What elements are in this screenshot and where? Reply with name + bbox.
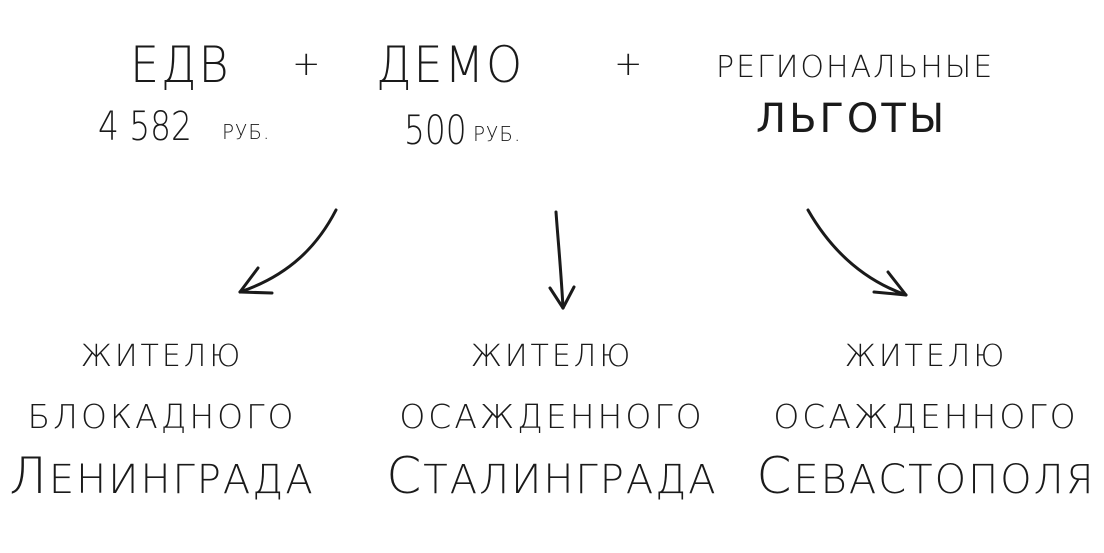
arrow-middle [548,210,576,310]
demo-title: ДЕМО [376,36,525,94]
recipient-line1: ЖИТЕЛЮ [80,339,244,374]
demo-unit: РУБ. [473,122,522,146]
plus-sign-1: + [292,44,321,84]
recipient-line3: СТАЛИНГРАДА [372,451,732,501]
recipient-leningrad: ЖИТЕЛЮ БЛОКАДНОГО ЛЕНИНГРАДА [0,339,342,502]
recipient-line3-cap: С [386,447,424,505]
recipient-stalingrad: ЖИТЕЛЮ ОСАЖДЕННОГО СТАЛИНГРАДА [372,339,732,502]
recipient-line3-rest: ЕВАСТОПОЛЯ [793,457,1096,503]
edv-unit: РУБ. [222,120,271,144]
edv-amount: 4 582 [98,104,192,150]
recipient-line1: ЖИТЕЛЮ [844,339,1008,374]
regional-line2: ЛЬГОТЫ [756,96,948,142]
recipient-line3-cap: С [756,447,794,505]
arrow-right [806,208,908,297]
recipient-line1: ЖИТЕЛЮ [470,339,634,374]
recipient-line3: ЛЕНИНГРАДА [0,451,342,501]
recipient-line2: ОСАЖДЕННОГО [773,397,1079,436]
recipient-line2: БЛОКАДНОГО [27,397,297,436]
regional-line1: РЕГИОНАЛЬНЫЕ [716,50,995,85]
demo-amount: 500 [404,108,467,154]
arrow-left [238,208,338,295]
recipient-line3: СЕВАСТОПОЛЯ [746,451,1104,501]
recipient-line3-rest: ТАЛИНГРАДА [423,457,718,503]
edv-title: ЕДВ [130,36,231,94]
recipient-line3-rest: ЕНИНГРАДА [48,457,315,503]
recipient-sevastopol: ЖИТЕЛЮ ОСАЖДЕННОГО СЕВАСТОПОЛЯ [746,339,1104,502]
recipient-line2: ОСАЖДЕННОГО [399,397,705,436]
plus-sign-2: + [614,44,643,84]
recipient-line3-cap: Л [9,447,49,505]
